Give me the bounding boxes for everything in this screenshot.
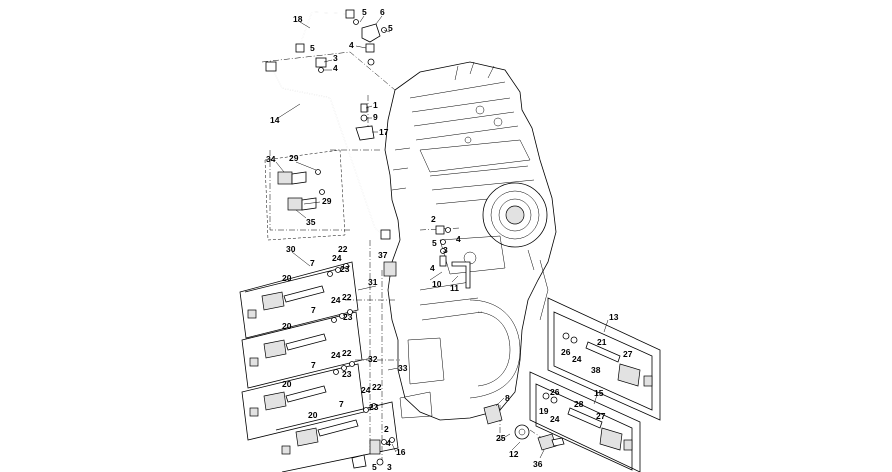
- callout-3: 3: [443, 245, 448, 255]
- callout-33: 33: [398, 363, 408, 373]
- callout-3: 3: [333, 53, 338, 63]
- callout-7: 7: [311, 360, 316, 370]
- callout-20: 20: [282, 273, 292, 283]
- callout-5: 5: [362, 7, 367, 17]
- callout-4: 4: [456, 234, 461, 244]
- callout-25: 25: [496, 433, 506, 443]
- callout-5: 5: [388, 23, 393, 33]
- callout-24: 24: [572, 354, 582, 364]
- callout-4: 4: [349, 40, 354, 50]
- callout-24: 24: [361, 385, 371, 395]
- valve-box-32: [241, 361, 365, 441]
- callout-labels: 18 5 6 5 4 5 3 4 1 9 14 17 34 29 29 35 2…: [266, 7, 633, 472]
- callout-29: 29: [289, 153, 299, 163]
- callout-24: 24: [550, 414, 560, 424]
- callout-4: 4: [430, 263, 435, 273]
- callout-20: 20: [308, 410, 318, 420]
- callout-18: 18: [293, 14, 303, 24]
- callout-19: 19: [539, 406, 549, 416]
- callout-14: 14: [270, 115, 280, 125]
- callout-4: 4: [333, 63, 338, 73]
- callout-35: 35: [306, 217, 316, 227]
- callout-37: 37: [378, 250, 388, 260]
- valve-box-31: [241, 309, 363, 389]
- callout-30: 30: [286, 244, 296, 254]
- callout-2: 2: [431, 214, 436, 224]
- callout-20: 20: [282, 379, 292, 389]
- bottom-parts: [351, 403, 565, 469]
- callout-22: 22: [342, 292, 352, 302]
- tube-18: [295, 9, 355, 53]
- callout-31: 31: [368, 277, 378, 287]
- callout-7: 7: [311, 305, 316, 315]
- callout-34: 34: [266, 154, 276, 164]
- callout-12: 12: [509, 449, 519, 459]
- callout-23: 23: [342, 369, 352, 379]
- callout-20: 20: [282, 321, 292, 331]
- leader-lines: [275, 15, 609, 459]
- callout-7: 7: [339, 399, 344, 409]
- callout-5: 5: [372, 462, 377, 472]
- callout-5: 5: [310, 43, 315, 53]
- callout-3: 3: [387, 462, 392, 472]
- callout-7: 7: [310, 258, 315, 268]
- callout-27: 27: [623, 349, 633, 359]
- callout-36: 36: [533, 459, 543, 469]
- callout-26: 26: [550, 387, 560, 397]
- callout-24: 24: [331, 350, 341, 360]
- fittings-center: [383, 225, 471, 289]
- callout-6: 6: [380, 7, 385, 17]
- callout-2: 2: [384, 424, 389, 434]
- tube-14: [265, 61, 391, 240]
- valve-box-13: [547, 297, 661, 421]
- callout-1: 1: [373, 100, 378, 110]
- transmission-housing: [384, 61, 557, 421]
- callout-5: 5: [432, 238, 437, 248]
- callout-22: 22: [338, 244, 348, 254]
- callout-32: 32: [368, 354, 378, 364]
- fittings-top: [315, 19, 387, 141]
- callout-13: 13: [609, 312, 619, 322]
- callout-16: 16: [396, 447, 406, 457]
- callout-38: 38: [591, 365, 601, 375]
- callout-29: 29: [322, 196, 332, 206]
- callout-4: 4: [386, 438, 391, 448]
- callout-24: 24: [331, 295, 341, 305]
- callout-24: 24: [332, 253, 342, 263]
- callout-15: 15: [594, 388, 604, 398]
- callout-10: 10: [432, 279, 442, 289]
- callout-23: 23: [340, 264, 350, 274]
- callout-27: 27: [596, 411, 606, 421]
- callout-9: 9: [373, 112, 378, 122]
- callout-23: 23: [369, 402, 379, 412]
- callout-26: 26: [561, 347, 571, 357]
- valve-box-33: [275, 401, 399, 472]
- callout-21: 21: [597, 337, 607, 347]
- sensor-group-34-35: [264, 149, 346, 241]
- valve-box-15: [529, 371, 641, 472]
- callout-23: 23: [343, 312, 353, 322]
- callout-17: 17: [379, 127, 389, 137]
- callout-22: 22: [372, 382, 382, 392]
- callout-22: 22: [342, 348, 352, 358]
- callout-28: 28: [574, 399, 584, 409]
- callout-8: 8: [505, 393, 510, 403]
- callout-11: 11: [450, 283, 459, 293]
- valve-box-30: [239, 261, 359, 339]
